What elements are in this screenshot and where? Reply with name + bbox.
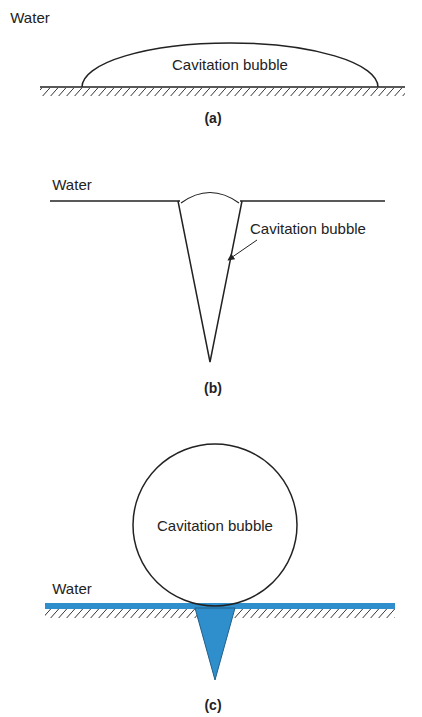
panel-caption: (c) — [204, 697, 221, 713]
bubble-outline — [82, 43, 378, 87]
solid-wall — [40, 87, 405, 96]
bubble-outline — [133, 444, 297, 606]
bubble-label: Cavitation bubble — [172, 56, 288, 73]
region-label: Cavitation bubble — [250, 220, 366, 237]
coated-wall — [45, 603, 395, 680]
panel-caption: (b) — [204, 380, 222, 396]
bubble-label: Cavitation bubble — [157, 517, 273, 534]
region-label: Water — [10, 9, 49, 26]
region-label: Water — [52, 580, 91, 597]
region-label: Water — [52, 176, 91, 193]
panel-caption: (a) — [204, 110, 221, 126]
bubble-region: Cavitation bubble — [133, 444, 297, 606]
bubble-region: Cavitation bubble — [82, 43, 378, 87]
free-surface — [50, 193, 385, 363]
